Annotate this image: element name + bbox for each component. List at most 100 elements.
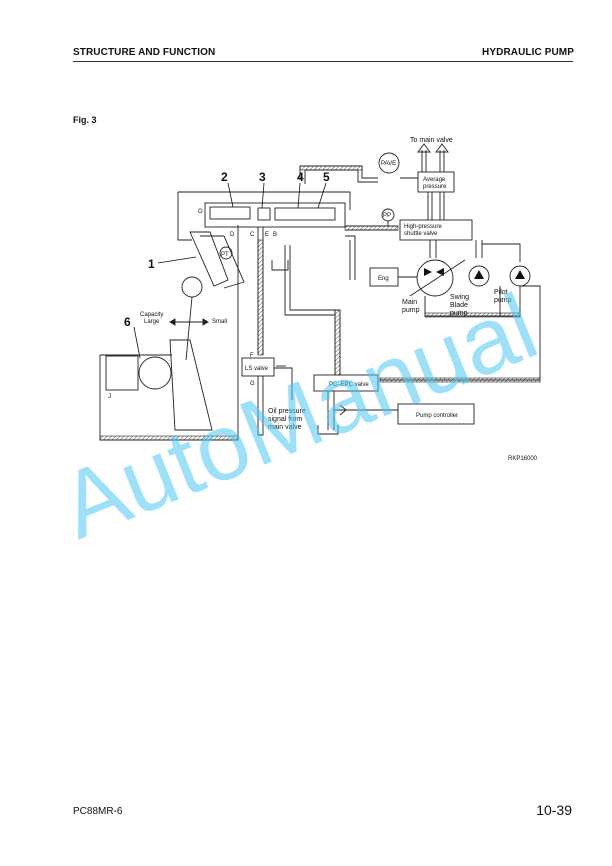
label-swing-2: Blade: [450, 302, 468, 309]
footer-page-number: 10-39: [536, 802, 572, 818]
average-pressure-box: [417, 171, 455, 193]
cylinder-body: [169, 339, 213, 431]
hatch-top-pipe: [299, 165, 363, 171]
label-small: Small: [212, 319, 227, 325]
label-oil-1: Oil pressure: [268, 408, 306, 415]
pilot-pump-tri: [515, 270, 525, 279]
pump-housing: [177, 191, 351, 241]
hatch-drain: [99, 435, 239, 441]
leader-6: [133, 326, 141, 359]
tank-symbol-1: [271, 260, 289, 271]
callout-2: 2: [221, 170, 228, 184]
callout-3: 3: [259, 170, 266, 184]
pipe-pc-epc-down: [327, 391, 335, 430]
leader-4: [297, 182, 301, 209]
main-pump-tri-2: [436, 268, 444, 276]
hatch-ls-pipe: [257, 239, 264, 356]
label-average-2: pressure: [423, 184, 447, 190]
label-port-d: D: [230, 232, 235, 238]
swash-plate: [189, 231, 229, 287]
pipe-ls-down: [257, 376, 264, 436]
footer-model: PC88MR-6: [73, 806, 123, 817]
leader-2: [227, 182, 234, 208]
label-port-g: G: [250, 381, 255, 387]
servo-ball: [181, 276, 203, 298]
pipe-oil-signal: [274, 367, 293, 400]
label-capacity-2: Large: [144, 319, 160, 325]
label-pilot-2: pump: [494, 297, 512, 304]
label-shuttle-1: High-pressure: [404, 224, 442, 230]
pump-controller-box: [397, 403, 475, 425]
label-pump-controller: Pump controller: [416, 413, 458, 419]
label-shuttle-2: shuttle valve: [404, 231, 438, 237]
pc-epc-valve-box: [313, 374, 379, 392]
label-port-c: C: [250, 232, 255, 238]
arrow-up-1: [417, 143, 431, 153]
label-ls-valve: LS valve: [245, 366, 269, 372]
header-chapter-title: HYDRAULIC PUMP: [482, 47, 574, 58]
label-pilot-1: Pilot: [494, 289, 508, 296]
leader-3: [261, 182, 265, 209]
pt-gauge: [219, 246, 233, 260]
pc-valve-body: [274, 207, 336, 221]
callout-4: 4: [297, 170, 304, 184]
servo-piston: [209, 206, 251, 220]
hatch-tank-pipe: [424, 312, 521, 318]
label-swing-1: Swing: [450, 294, 469, 301]
label-pt: PT: [221, 252, 229, 258]
pipes-shuttle-pumps: [429, 240, 483, 258]
callout-6: 6: [124, 315, 131, 329]
label-to-main-valve: To main valve: [410, 137, 453, 144]
label-pp: PP: [383, 213, 391, 219]
pipe-pilot-top: [482, 243, 521, 262]
watermark: AutoManual: [46, 273, 550, 558]
tank-symbol-2: [317, 425, 339, 435]
label-average-1: Average: [423, 177, 446, 183]
label-oil-2: signal from: [268, 416, 302, 423]
callout-5: 5: [323, 170, 330, 184]
arrow-up-2: [435, 143, 449, 153]
main-pump: [416, 259, 454, 297]
swash-plate-outline: [200, 235, 245, 289]
callout-1: 1: [148, 257, 155, 271]
label-capacity-1: Capacity: [140, 312, 163, 318]
swash-link: [185, 296, 193, 361]
label-port-b: B: [273, 232, 277, 238]
label-main-pump-1: Main: [402, 299, 417, 306]
leader-1: [157, 256, 197, 264]
main-pump-tri-1: [424, 268, 432, 276]
swing-blade-pump: [468, 265, 490, 287]
pipe-to-main-1: [421, 150, 427, 172]
cylinder-ball: [138, 356, 172, 390]
arrow-signal: [339, 404, 347, 416]
header-rule: [73, 61, 573, 62]
label-pc-epc-valve: PC–EPC valve: [329, 382, 369, 388]
label-main-pump-2: pump: [402, 307, 420, 314]
hatch-pilot-pipe: [379, 377, 541, 383]
ls-spool: [257, 207, 271, 221]
label-port-o: O: [198, 209, 203, 215]
figure-code: RKP16000: [508, 456, 538, 462]
pipe-pave-top-inner: [304, 169, 378, 184]
pipes-avg-shuttle: [427, 192, 445, 220]
label-port-f: F: [250, 353, 254, 359]
pipe-to-main-2: [439, 150, 445, 172]
main-pump-variable-arrow: [409, 259, 466, 297]
label-port-e: E: [265, 232, 269, 238]
label-oil-3: main valve: [268, 424, 302, 431]
figure-caption: Fig. 3: [73, 115, 97, 125]
arrow-right: [202, 318, 209, 326]
label-eng: Eng: [378, 276, 389, 282]
hp-shuttle-valve-box: [399, 219, 473, 241]
leader-5: [317, 182, 327, 209]
servo-body: [204, 202, 346, 228]
hatch-pc-pipe: [334, 309, 341, 376]
cylinder-block: [105, 355, 139, 391]
hatch-pp-pipe: [344, 225, 399, 231]
pipe-pc-right: [345, 235, 356, 280]
header-section-title: STRUCTURE AND FUNCTION: [73, 47, 216, 58]
pave-gauge: [378, 152, 400, 174]
label-swing-3: pump: [450, 310, 468, 317]
label-port-j: J: [108, 394, 111, 400]
